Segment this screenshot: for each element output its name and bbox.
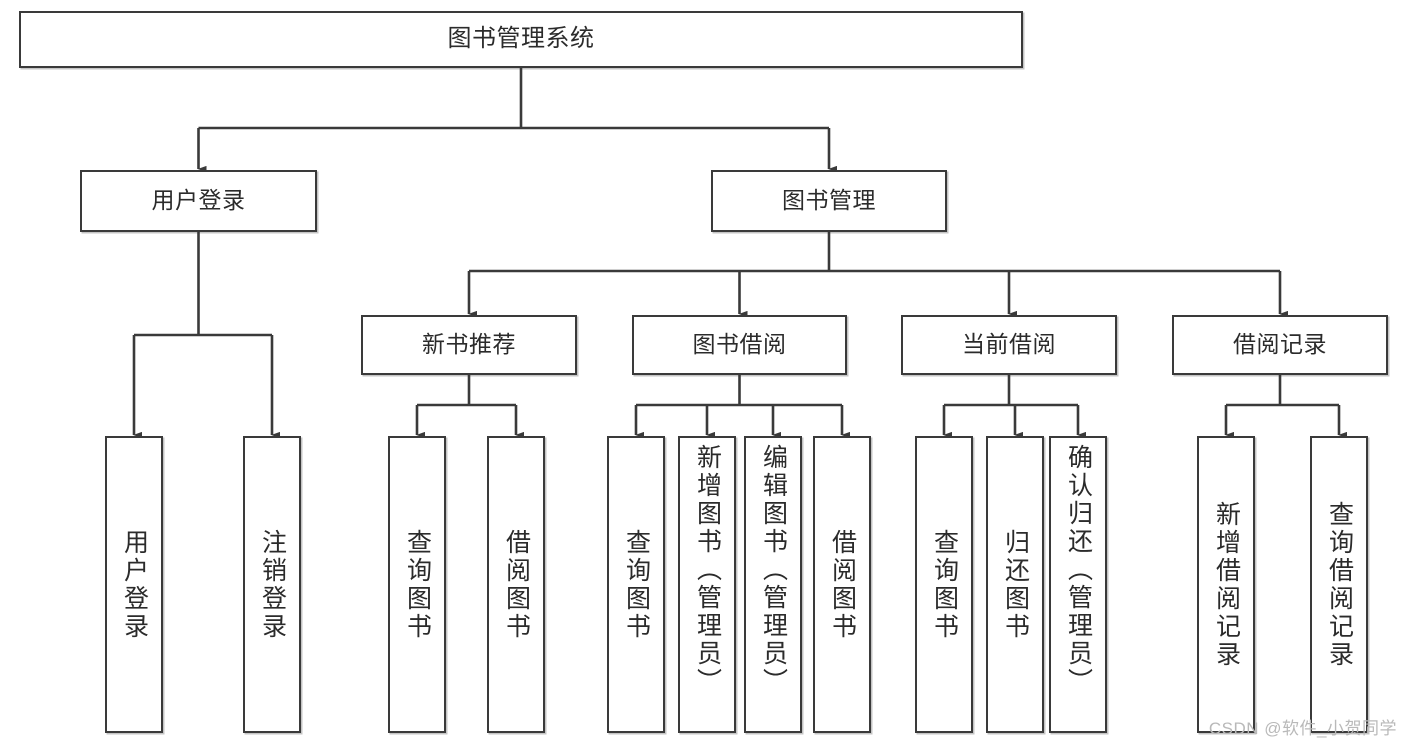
leaf-return-book[interactable]: 归还图书 (986, 436, 1044, 733)
leaf-query-borrowing-record[interactable]: 查询借阅记录 (1310, 436, 1368, 733)
leaf-user-login-label: 用户登录 (120, 528, 149, 641)
leaf-query-book-borrowing-label: 查询图书 (622, 528, 651, 641)
leaf-confirm-return-label: 确认归还（管理员） (1064, 444, 1093, 696)
node-root-label: 图书管理系统 (447, 25, 595, 53)
node-root[interactable]: 图书管理系统 (19, 11, 1023, 68)
leaf-add-book-label: 新增图书（管理员） (693, 444, 722, 696)
leaf-add-borrowing-record-label: 新增借阅记录 (1212, 500, 1241, 669)
leaf-query-book-recommendation-label: 查询图书 (403, 528, 432, 641)
leaf-query-book-current-label: 查询图书 (930, 528, 959, 641)
node-book-borrowing[interactable]: 图书借阅 (632, 315, 847, 375)
node-new-book-recommendation[interactable]: 新书推荐 (361, 315, 577, 375)
leaf-add-borrowing-record[interactable]: 新增借阅记录 (1197, 436, 1255, 733)
leaf-return-book-label: 归还图书 (1001, 528, 1030, 641)
leaf-user-login[interactable]: 用户登录 (105, 436, 163, 733)
leaf-borrow-book-borrowing-label: 借阅图书 (828, 528, 857, 641)
leaf-query-book-borrowing[interactable]: 查询图书 (607, 436, 665, 733)
leaf-query-book-recommendation[interactable]: 查询图书 (388, 436, 446, 733)
node-borrowing-record-label: 借阅记录 (1233, 331, 1327, 358)
leaf-borrow-book-borrowing[interactable]: 借阅图书 (813, 436, 871, 733)
leaf-add-book[interactable]: 新增图书（管理员） (678, 436, 736, 733)
csdn-watermark: CSDN @软件_小贺同学 (1208, 719, 1397, 738)
node-current-borrowing[interactable]: 当前借阅 (901, 315, 1117, 375)
leaf-borrow-book-recommendation-label: 借阅图书 (502, 528, 531, 641)
leaf-borrow-book-recommendation[interactable]: 借阅图书 (487, 436, 545, 733)
node-book-borrowing-label: 图书借阅 (692, 331, 787, 358)
leaf-user-logout[interactable]: 注销登录 (243, 436, 301, 733)
leaf-query-borrowing-record-label: 查询借阅记录 (1325, 500, 1354, 669)
node-user-login[interactable]: 用户登录 (80, 170, 317, 232)
node-book-management[interactable]: 图书管理 (711, 170, 947, 232)
node-user-login-label: 用户登录 (151, 187, 246, 214)
node-new-book-recommendation-label: 新书推荐 (422, 331, 516, 358)
leaf-edit-book[interactable]: 编辑图书（管理员） (744, 436, 802, 733)
leaf-edit-book-label: 编辑图书（管理员） (759, 444, 788, 696)
node-borrowing-record[interactable]: 借阅记录 (1172, 315, 1388, 375)
node-book-management-label: 图书管理 (782, 187, 876, 214)
leaf-query-book-current[interactable]: 查询图书 (915, 436, 973, 733)
leaf-user-logout-label: 注销登录 (258, 528, 287, 641)
node-current-borrowing-label: 当前借阅 (962, 331, 1056, 358)
leaf-confirm-return[interactable]: 确认归还（管理员） (1049, 436, 1107, 733)
